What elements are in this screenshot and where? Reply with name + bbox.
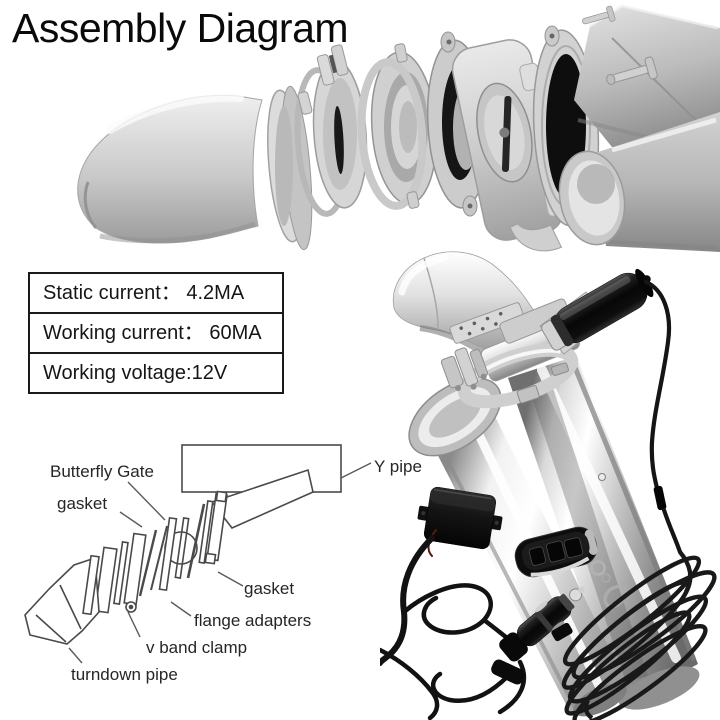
label-butterfly-gate: Butterfly Gate — [50, 462, 154, 481]
coiled-cable — [561, 550, 717, 720]
line-diagram-drawing — [24, 444, 372, 664]
motor-cable — [643, 279, 683, 555]
cable-junction — [491, 659, 525, 685]
product-photo — [380, 251, 717, 720]
valve-motor — [539, 268, 654, 355]
flange-plates-schematic — [198, 490, 228, 565]
y-pipe-schematic — [181, 444, 342, 529]
label-y-pipe: Y pipe — [374, 457, 422, 476]
turndown-pipe-schematic — [24, 554, 100, 645]
label-turndown-pipe: turndown pipe — [71, 665, 178, 684]
exploded-view-render — [77, 4, 720, 252]
label-flange-adapters: flange adapters — [194, 611, 312, 630]
remote-fob — [514, 526, 628, 612]
control-box — [417, 486, 503, 550]
label-v-band-clamp: v band clamp — [146, 638, 248, 657]
leader-lines — [68, 462, 372, 664]
label-gasket-top: gasket — [57, 494, 108, 513]
spec-row-static-current: Static current： 4.2MA — [43, 282, 245, 304]
spec-row-working-current: Working current： 60MA — [30, 312, 282, 352]
label-gasket-bottom: gasket — [244, 579, 295, 598]
left-plates-schematic — [94, 516, 178, 614]
spec-table: Static current： 4.2MA Working current： 6… — [28, 272, 284, 394]
turndown-pipe-render — [77, 85, 313, 251]
assembly-line-diagram: Butterfly Gate gasket Y pipe gasket flan… — [0, 430, 450, 720]
wiring-harness — [380, 529, 527, 720]
flange-ring-pair-render — [357, 43, 438, 210]
y-pipe-render — [558, 4, 720, 252]
spec-row-working-voltage: Working voltage:12V — [30, 352, 282, 392]
wire-connector — [546, 622, 573, 644]
v-band-clamp-render — [294, 44, 368, 217]
page-title: Assembly Diagram — [12, 5, 349, 51]
cigarette-plug — [499, 586, 585, 662]
keyring — [590, 560, 606, 576]
